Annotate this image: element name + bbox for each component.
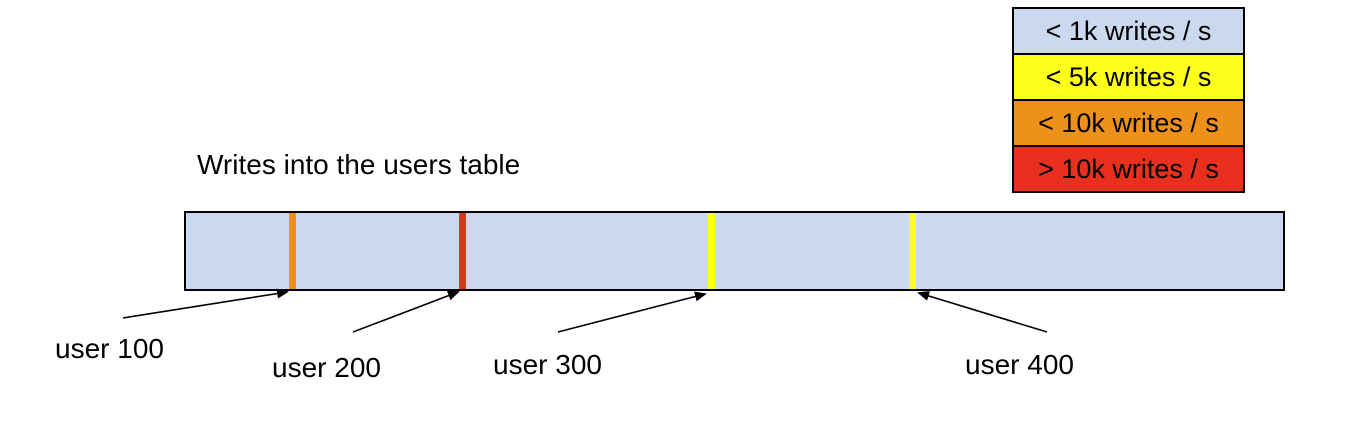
diagram-title: Writes into the users table — [197, 149, 521, 180]
arrow-user-200-icon — [352, 290, 460, 333]
users-table-bar — [184, 211, 1285, 291]
legend-item-lt-1k-label: < 1k writes / s — [1045, 15, 1212, 46]
legend: < 1k writes / s < 5k writes / s < 10k wr… — [1012, 7, 1245, 193]
label-user-100: user 100 — [55, 333, 164, 364]
legend-item-lt-10k: < 10k writes / s — [1012, 99, 1245, 147]
legend-item-lt-5k-label: < 5k writes / s — [1045, 61, 1212, 92]
arrow-user-400-icon — [917, 291, 1048, 333]
label-user-300: user 300 — [493, 349, 602, 380]
legend-item-lt-1k: < 1k writes / s — [1012, 7, 1245, 55]
stripe-user-300 — [708, 213, 715, 289]
stripe-user-100 — [289, 213, 296, 289]
stripe-user-200 — [459, 213, 466, 289]
arrow-user-300-icon — [557, 291, 707, 333]
legend-item-gt-10k-label: > 10k writes / s — [1038, 153, 1219, 184]
label-user-400: user 400 — [965, 349, 1074, 380]
stripe-user-400 — [909, 213, 916, 289]
legend-item-lt-10k-label: < 10k writes / s — [1038, 107, 1219, 138]
legend-item-gt-10k: > 10k writes / s — [1012, 145, 1245, 193]
label-user-200: user 200 — [272, 352, 381, 383]
legend-item-lt-5k: < 5k writes / s — [1012, 53, 1245, 101]
arrow-user-100-icon — [122, 288, 289, 319]
